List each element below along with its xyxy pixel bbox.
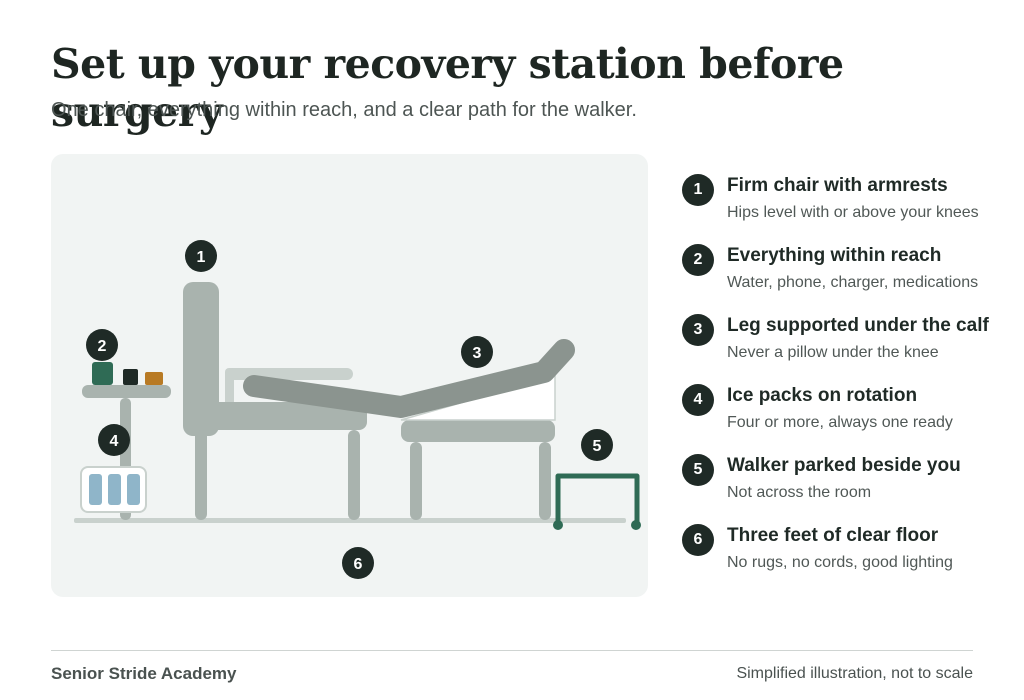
footstool: [401, 420, 555, 520]
legend-item-description: Hips level with or above your knees: [727, 204, 979, 221]
footer-divider: [51, 650, 973, 651]
legend-item: 2 Everything within reach Water, phone, …: [682, 242, 1012, 312]
legend-item-description: Never a pillow under the knee: [727, 344, 939, 361]
chair-seat: [183, 402, 367, 430]
svg-text:6: 6: [354, 556, 363, 573]
legend-number-badge: 2: [682, 244, 714, 276]
marker-4: 4: [98, 424, 130, 456]
page-title: Set up your recovery station before surg…: [51, 40, 844, 136]
svg-text:1: 1: [197, 249, 206, 266]
armchair: [183, 282, 367, 520]
legend-item-description: Water, phone, charger, medications: [727, 274, 979, 291]
pill-bottle-icon: [145, 372, 163, 385]
legend-item-title: Three feet of clear floor: [727, 525, 939, 546]
legend-item-description: Not across the room: [727, 484, 872, 501]
legend-item-title: Ice packs on rotation: [727, 385, 918, 406]
legend-number-badge: 5: [682, 454, 714, 486]
chair-armrest: [225, 368, 353, 380]
legend-item: 6 Three feet of clear floor No rugs, no …: [682, 522, 1012, 592]
marker-3: 3: [461, 336, 493, 368]
svg-text:5: 5: [593, 438, 602, 455]
walker: [553, 473, 641, 530]
svg-text:2: 2: [98, 338, 107, 355]
footer-brand: Senior Stride Academy: [51, 664, 237, 683]
illustration-panel: 1 2 3 4 5 6: [51, 154, 648, 597]
legend-number-badge: 1: [682, 174, 714, 206]
supported-leg: [243, 339, 575, 418]
chair-backrest: [183, 282, 219, 436]
marker-2: 2: [86, 329, 118, 361]
legend-number-badge: 3: [682, 314, 714, 346]
legend-item: 4 Ice packs on rotation Four or more, al…: [682, 382, 1012, 452]
legend-number-badge: 6: [682, 524, 714, 556]
legend-item-title: Firm chair with armrests: [727, 175, 948, 196]
legend-item-description: Four or more, always one ready: [727, 414, 953, 431]
legend-list: 1 Firm chair with armrests Hips level wi…: [682, 172, 1012, 592]
footer-note: Simplified illustration, not to scale: [736, 665, 973, 682]
legend-item-title: Everything within reach: [727, 245, 942, 266]
legend-item-title: Walker parked beside you: [727, 455, 961, 476]
svg-text:3: 3: [473, 345, 482, 362]
ice-pack-icon: [127, 474, 140, 505]
legend-item: 1 Firm chair with armrests Hips level wi…: [682, 172, 1012, 242]
page-subtitle: One chair, everything within reach, and …: [51, 99, 637, 121]
legend-number-badge: 4: [682, 384, 714, 416]
ice-pack-icon: [89, 474, 102, 505]
floor-line: [74, 518, 626, 523]
legend-item: 3 Leg supported under the calf Never a p…: [682, 312, 1012, 382]
water-bottle-icon: [92, 362, 113, 385]
ice-pack-cooler: [80, 466, 147, 513]
svg-text:4: 4: [110, 433, 119, 450]
legend-item-title: Leg supported under the calf: [727, 315, 989, 336]
phone-icon: [123, 369, 138, 385]
legend-item-description: No rugs, no cords, good lighting: [727, 554, 953, 571]
legend-item: 5 Walker parked beside you Not across th…: [682, 452, 1012, 522]
recovery-station-illustration: 1 2 3 4 5 6: [74, 240, 641, 579]
marker-5: 5: [581, 429, 613, 461]
ice-pack-icon: [108, 474, 121, 505]
marker-6: 6: [342, 547, 374, 579]
marker-1: 1: [185, 240, 217, 272]
